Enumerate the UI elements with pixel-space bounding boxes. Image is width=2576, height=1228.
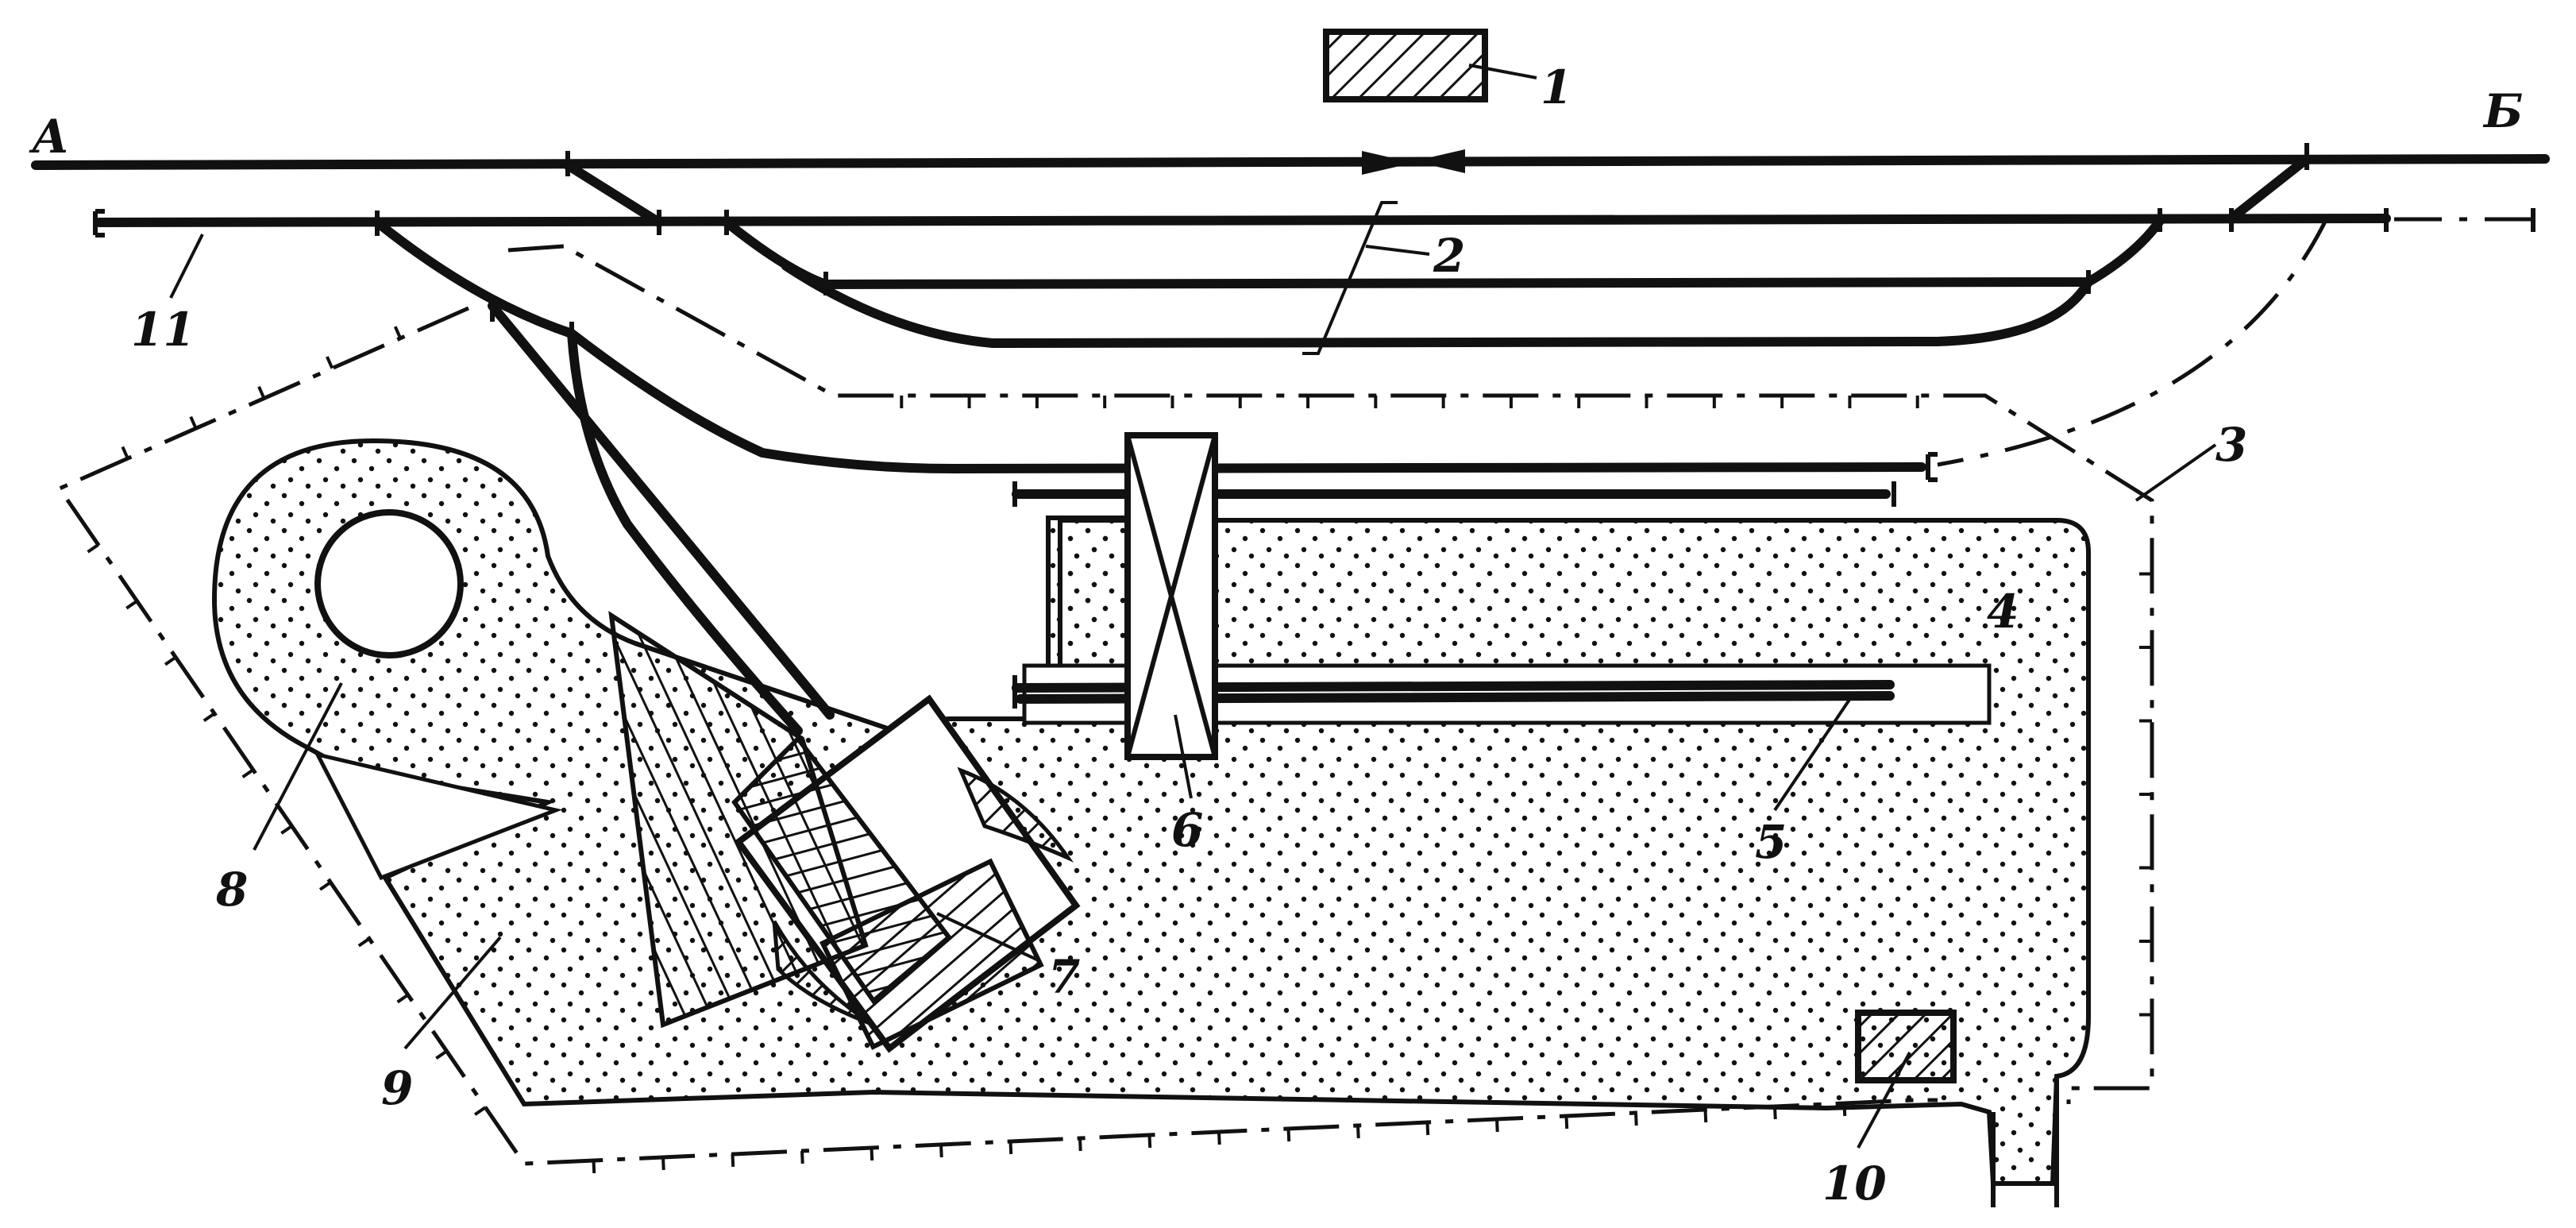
- fence-tick: [121, 446, 129, 459]
- fence-tick: [939, 1144, 943, 1158]
- label-6: 6: [1171, 803, 1203, 857]
- station-tracks: [93, 154, 2536, 467]
- fence-tick: [318, 881, 332, 891]
- fence-tick: [1147, 1134, 1152, 1149]
- fence-tick: [326, 356, 334, 369]
- building-10: [1855, 1010, 1957, 1083]
- fence-tick: [473, 1106, 487, 1116]
- fence-tick: [1564, 1115, 1569, 1130]
- fence-tick: [1634, 1112, 1638, 1126]
- gantry-crane: [1124, 432, 1218, 760]
- fence-tick: [202, 712, 216, 723]
- fence-tick: [592, 1160, 596, 1174]
- fence-tick: [1078, 1137, 1082, 1152]
- fence-tick: [87, 543, 99, 554]
- fence-tick: [125, 600, 138, 610]
- label-4: 4: [1987, 585, 2019, 639]
- fence-tick: [1217, 1131, 1221, 1145]
- fence-tick: [164, 655, 177, 666]
- label-7: 7: [1048, 950, 1080, 1004]
- building-1: [1323, 29, 1488, 102]
- label-11: 11: [131, 303, 195, 357]
- fence-tick: [189, 415, 198, 430]
- label-5: 5: [1755, 815, 1787, 869]
- plant-fence: [56, 244, 2154, 1174]
- callout-leaders: [169, 64, 2217, 1149]
- label-9: 9: [381, 1061, 413, 1115]
- fence-tick: [661, 1157, 665, 1171]
- fence-tick: [435, 1049, 448, 1060]
- fence-tick: [1356, 1125, 1360, 1139]
- main-line: [31, 143, 2550, 176]
- label-2: 2: [1433, 229, 1465, 283]
- point-b-label: Б: [2482, 84, 2524, 138]
- fence-tick: [1008, 1141, 1013, 1155]
- fence-tick: [1425, 1122, 1430, 1136]
- label-10: 10: [1822, 1157, 1887, 1211]
- fence-tick: [800, 1150, 804, 1164]
- label-3: 3: [2215, 418, 2247, 472]
- fence-tick: [870, 1147, 874, 1161]
- fence-tick: [257, 386, 266, 400]
- label-1: 1: [1541, 60, 1572, 114]
- fence-tick: [1286, 1128, 1291, 1142]
- fence-tick: [396, 993, 409, 1004]
- fence-tick: [1495, 1118, 1499, 1133]
- point-a-label: А: [29, 110, 69, 164]
- fence-tick: [731, 1153, 735, 1168]
- warehouse-building: [608, 610, 1081, 1053]
- label-8: 8: [215, 863, 248, 917]
- fence-tick: [393, 326, 402, 339]
- fence-tick: [241, 768, 254, 778]
- fence-tick: [357, 937, 371, 948]
- fence-tick: [280, 824, 293, 835]
- fence-ticks: [87, 326, 2152, 1174]
